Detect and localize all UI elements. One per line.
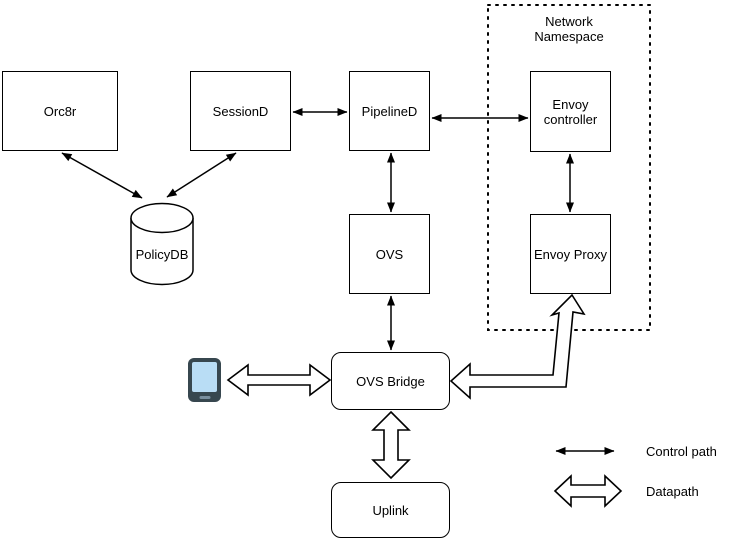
node-ovs-label: OVS — [375, 246, 404, 262]
node-uplink-label: Uplink — [372, 502, 409, 518]
legend-datapath-label: Datapath — [646, 484, 699, 499]
node-ovs: OVS — [349, 214, 430, 294]
node-ovs-bridge-label: OVS Bridge — [356, 373, 425, 389]
network-namespace-label: Network Namespace — [534, 14, 604, 44]
edge-orc8r-policydb — [61, 152, 143, 199]
node-sessiond-label: SessionD — [212, 103, 269, 119]
legend-control-path-label: Control path — [646, 444, 717, 459]
node-orc8r: Orc8r — [2, 71, 118, 151]
legend-datapath-arrow — [553, 474, 623, 508]
node-envoy-controller: Envoy controller — [530, 71, 611, 152]
node-envoy-proxy: Envoy Proxy — [530, 214, 611, 294]
tablet-device-icon — [188, 358, 221, 402]
node-pipelined-label: PipelineD — [361, 103, 418, 119]
node-orc8r-label: Orc8r — [43, 103, 77, 119]
node-envoy-controller-label: Envoy controller — [543, 96, 598, 127]
edge-envoyproxy-ovsbridge — [449, 293, 586, 400]
node-uplink: Uplink — [331, 482, 450, 538]
edge-sessiond-policydb — [166, 152, 237, 198]
node-pipelined: PipelineD — [349, 71, 430, 151]
tablet-screen — [192, 362, 217, 392]
edge-device-ovsbridge — [226, 363, 332, 397]
node-envoy-proxy-label: Envoy Proxy — [534, 246, 607, 262]
node-policydb-label: PolicyDB — [136, 247, 189, 262]
tablet-homebar — [199, 396, 210, 399]
node-ovs-bridge: OVS Bridge — [331, 352, 450, 410]
edge-ovsbridge-uplink — [371, 410, 411, 480]
node-policydb: PolicyDB — [130, 202, 194, 286]
node-sessiond: SessionD — [190, 71, 291, 151]
